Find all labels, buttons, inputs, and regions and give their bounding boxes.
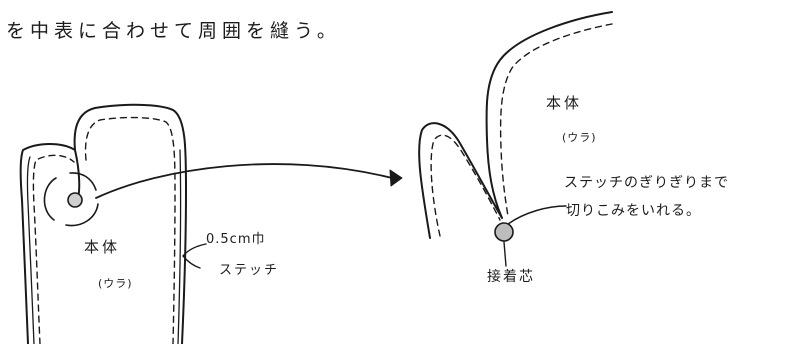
- transfer-arrowhead: [389, 169, 403, 187]
- seam-width-label: 0.5cm巾: [206, 232, 266, 247]
- snip-note-line-1: ステッチのぎりぎりまで: [564, 175, 729, 191]
- right-side-label: (ウラ): [562, 131, 597, 144]
- left-fabric-dot: [67, 192, 83, 208]
- left-seam-callout: [182, 243, 207, 269]
- right-snip-callout: [507, 205, 567, 225]
- left-side-label: (ウラ): [98, 277, 133, 290]
- left-mitten-outline: [19, 103, 187, 344]
- left-body-label: 本体: [84, 238, 121, 256]
- left-zoom-circle: [43, 172, 99, 227]
- right-fabric-leader: [503, 241, 507, 267]
- transfer-arrow: [95, 163, 393, 199]
- right-body-label: 本体: [546, 94, 583, 112]
- stitch-label: ステッチ: [219, 263, 280, 278]
- left-mitten-right-edge: [177, 149, 182, 344]
- right-mitten-outline: [418, 11, 613, 239]
- right-thumb-stitch: [430, 134, 501, 237]
- right-fabric-dot: [494, 222, 514, 242]
- left-mitten-stitch-line: [32, 116, 176, 344]
- left-mitten-inner-line: [26, 156, 35, 344]
- interfacing-label: 接着芯: [487, 269, 535, 285]
- instruction-text: を中表に合わせて周囲を縫う。: [6, 20, 341, 42]
- snip-note-line-2: 切りこみをいれる。: [566, 203, 701, 219]
